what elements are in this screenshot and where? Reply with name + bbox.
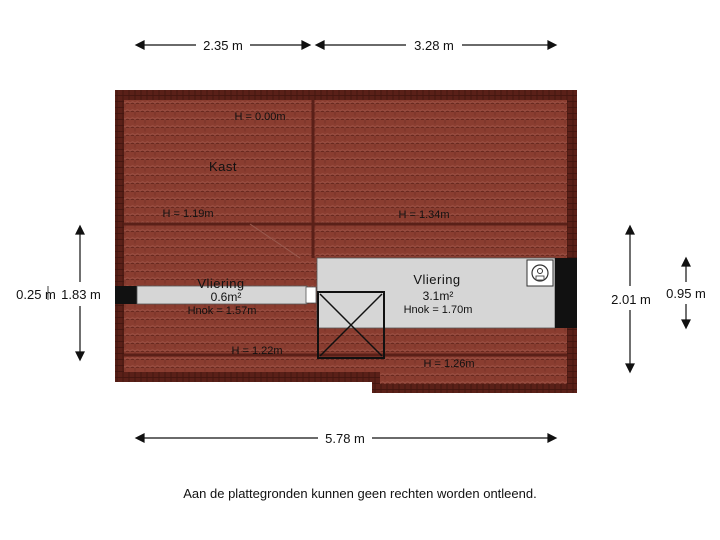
window-left — [305, 286, 317, 304]
height-top: H = 0.00m — [234, 111, 285, 123]
height-left-bottom: H = 1.22m — [231, 345, 282, 357]
dim-right-inner: 2.01 m — [611, 292, 651, 307]
dim-bottom: 5.78 m — [325, 431, 365, 446]
dim-right-outer: 0.95 m — [666, 286, 706, 301]
height-left-mid: H = 1.19m — [162, 208, 213, 220]
roof — [115, 90, 577, 393]
boiler-icon — [526, 259, 554, 287]
wall-segment-right — [555, 258, 577, 328]
height-right-bottom: H = 1.26m — [423, 358, 474, 370]
disclaimer-text: Aan de plattegronden kunnen geen rechten… — [183, 486, 537, 501]
vliering-left-floor — [115, 285, 317, 305]
roof-hatch-icon — [317, 291, 385, 359]
wall-segment-left — [115, 286, 137, 304]
room-vliering-right-hnok: Hnok = 1.70m — [404, 304, 473, 316]
dim-top-left: 2.35 m — [203, 38, 243, 53]
room-vliering-left-area: 0.6m² — [211, 290, 242, 304]
room-vliering-left-hnok: Hnok = 1.57m — [188, 305, 257, 317]
height-right-mid: H = 1.34m — [398, 209, 449, 221]
room-vliering-left-name: Vliering — [197, 276, 244, 291]
dim-top-right: 3.28 m — [414, 38, 454, 53]
room-kast-name: Kast — [209, 159, 237, 174]
dim-left-outer: 0.25 m — [16, 287, 56, 302]
dimension-lines — [47, 40, 691, 443]
room-vliering-right-area: 3.1m² — [423, 289, 454, 303]
vliering-right-floor — [316, 257, 577, 359]
dim-left-inner: 1.83 m — [61, 287, 101, 302]
room-vliering-right-name: Vliering — [413, 272, 460, 287]
